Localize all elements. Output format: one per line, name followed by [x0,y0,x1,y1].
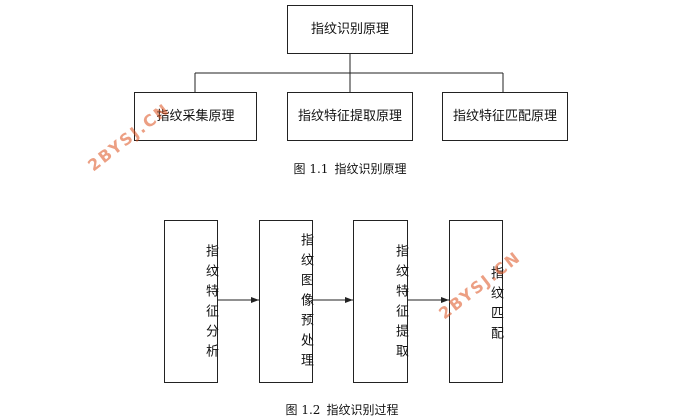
root-node-label: 指纹识别原理 [310,21,389,37]
figure2-caption-number: 图 1.2 [285,403,321,417]
step-node-4: 指纹匹配 [449,220,503,383]
child-node-2-label: 指纹特征提取原理 [297,108,402,124]
figure1-caption-number: 图 1.1 [293,162,329,176]
step-node-1: 指纹特征分析 [164,220,218,383]
figure2-caption: 图 1.2 指纹识别过程 [262,401,422,418]
child-node-1-label: 指纹采集原理 [156,108,235,124]
child-node-3: 指纹特征匹配原理 [442,92,568,141]
step-node-2-label: 指纹图像预处理 [298,233,313,373]
step-node-1-label: 指纹特征分析 [203,244,218,364]
figure2-caption-text: 指纹识别过程 [326,403,399,417]
step-node-3-label: 指纹特征提取 [393,244,408,364]
step-node-3: 指纹特征提取 [353,220,408,383]
child-node-1: 指纹采集原理 [134,92,257,141]
child-node-2: 指纹特征提取原理 [287,92,413,141]
figure1-caption: 图 1.1 指纹识别原理 [270,160,430,177]
step-node-4-label: 指纹匹配 [488,266,503,346]
child-node-3-label: 指纹特征匹配原理 [452,108,557,124]
root-node: 指纹识别原理 [287,5,413,54]
figure1-caption-text: 指纹识别原理 [334,162,407,176]
step-node-2: 指纹图像预处理 [259,220,313,383]
